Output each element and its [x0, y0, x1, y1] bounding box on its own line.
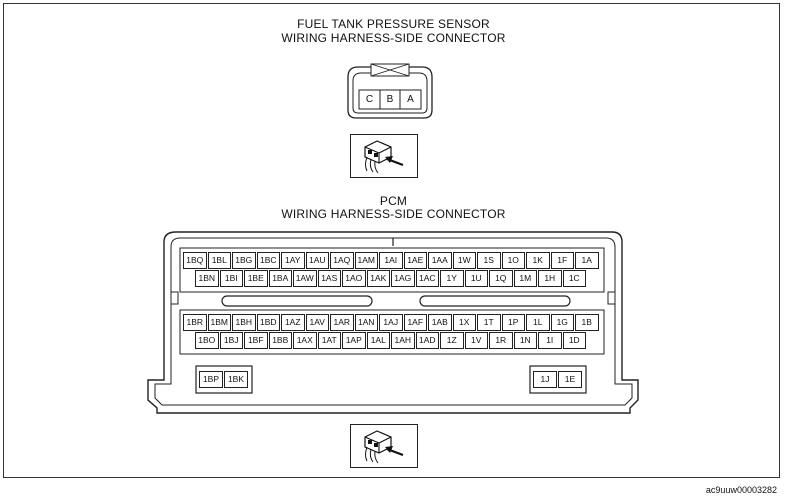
connector-arrow-icon [364, 430, 404, 464]
pcm-pin-1t: 1T [477, 314, 501, 331]
pcm-pin-1ak: 1AK [366, 270, 390, 287]
pcm-pin-1bk: 1BK [224, 371, 248, 388]
fuel-sensor-connector-outline [347, 63, 433, 119]
figure-id: ac9uuw00003282 [705, 485, 777, 495]
pcm-pin-1bb: 1BB [268, 332, 292, 349]
pcm-pin-1bl: 1BL [207, 252, 231, 269]
pcm-pin-1bj: 1BJ [219, 332, 243, 349]
diagram-frame [3, 3, 780, 478]
pcm-pin-1be: 1BE [244, 270, 268, 287]
pcm-pin-1bn: 1BN [195, 270, 219, 287]
pcm-pin-1bq: 1BQ [183, 252, 207, 269]
pcm-pin-1ad: 1AD [415, 332, 439, 349]
pcm-pin-1x: 1X [452, 314, 476, 331]
fuel-sensor-connector: C B A [345, 61, 435, 120]
pcm-pin-1m: 1M [513, 270, 537, 287]
pcm-pin-1av: 1AV [305, 314, 329, 331]
pcm-pin-1bi: 1BI [219, 270, 243, 287]
pcm-pin-1ah: 1AH [391, 332, 415, 349]
pcm-harness-view-icon [350, 424, 418, 468]
pcm-pin-1bd: 1BD [256, 314, 280, 331]
pcm-pin-1i: 1I [538, 332, 562, 349]
pcm-pin-1ar: 1AR [330, 314, 354, 331]
connector-arrow-icon [364, 140, 404, 174]
pcm-pin-1ag: 1AG [391, 270, 415, 287]
pcm-pin-1w: 1W [452, 252, 476, 269]
pcm-pin-1bp: 1BP [199, 371, 223, 388]
pcm-pin-1ai: 1AI [379, 252, 403, 269]
pcm-pin-1af: 1AF [403, 314, 427, 331]
pcm-pin-1u: 1U [464, 270, 488, 287]
pcm-pin-1j: 1J [533, 371, 557, 388]
pcm-pin-1s: 1S [477, 252, 501, 269]
pcm-pin-1k: 1K [526, 252, 550, 269]
pcm-pin-1ao: 1AO [342, 270, 366, 287]
pcm-pin-1g: 1G [550, 314, 574, 331]
pcm-pin-1n: 1N [513, 332, 537, 349]
pcm-pin-1aa: 1AA [428, 252, 452, 269]
fuel-sensor-subtitle: WIRING HARNESS-SIDE CONNECTOR [281, 31, 506, 45]
pcm-pin-1d: 1D [562, 332, 586, 349]
sensor-pin-a: A [407, 94, 414, 105]
pcm-pin-1e: 1E [558, 371, 582, 388]
pcm-pin-1ay: 1AY [281, 252, 305, 269]
pcm-pin-1am: 1AM [354, 252, 378, 269]
pcm-pin-1f: 1F [550, 252, 574, 269]
pcm-pin-1at: 1AT [317, 332, 341, 349]
pcm-pin-1o: 1O [501, 252, 525, 269]
pcm-pin-1ab: 1AB [428, 314, 452, 331]
pcm-pin-1ba: 1BA [268, 270, 292, 287]
pcm-pin-1bo: 1BO [195, 332, 219, 349]
pcm-pin-1l: 1L [526, 314, 550, 331]
harness-view-icon [350, 134, 418, 178]
pcm-pin-1z: 1Z [440, 332, 464, 349]
pcm-pin-1c: 1C [562, 270, 586, 287]
pcm-pin-1br: 1BR [183, 314, 207, 331]
pcm-pin-1as: 1AS [317, 270, 341, 287]
pcm-pin-1v: 1V [464, 332, 488, 349]
pcm-pin-1an: 1AN [354, 314, 378, 331]
pcm-pin-1ap: 1AP [342, 332, 366, 349]
pcm-pin-1bh: 1BH [232, 314, 256, 331]
sensor-pin-c: C [365, 94, 374, 105]
pcm-pin-1ax: 1AX [293, 332, 317, 349]
pcm-pin-1bc: 1BC [256, 252, 280, 269]
pcm-pin-1au: 1AU [305, 252, 329, 269]
pcm-subtitle: WIRING HARNESS-SIDE CONNECTOR [281, 207, 506, 221]
pcm-pin-1p: 1P [501, 314, 525, 331]
pcm-pin-1y: 1Y [440, 270, 464, 287]
pcm-pin-1aw: 1AW [293, 270, 317, 287]
pcm-pin-1bg: 1BG [232, 252, 256, 269]
pcm-pin-1bf: 1BF [244, 332, 268, 349]
fuel-sensor-title: FUEL TANK PRESSURE SENSOR [297, 17, 490, 31]
pcm-pin-1q: 1Q [489, 270, 513, 287]
pcm-pin-1al: 1AL [366, 332, 390, 349]
sensor-pin-b: B [386, 94, 394, 105]
pcm-pin-1aq: 1AQ [330, 252, 354, 269]
pcm-pin-1h: 1H [538, 270, 562, 287]
pcm-pin-1bm: 1BM [207, 314, 231, 331]
pcm-pin-1ae: 1AE [403, 252, 427, 269]
pcm-pin-1a: 1A [575, 252, 599, 269]
pcm-pin-1aj: 1AJ [379, 314, 403, 331]
pcm-pin-1az: 1AZ [281, 314, 305, 331]
pcm-pin-1r: 1R [489, 332, 513, 349]
pcm-title: PCM [379, 194, 408, 208]
pcm-pin-1ac: 1AC [415, 270, 439, 287]
pcm-pin-1b: 1B [575, 314, 599, 331]
